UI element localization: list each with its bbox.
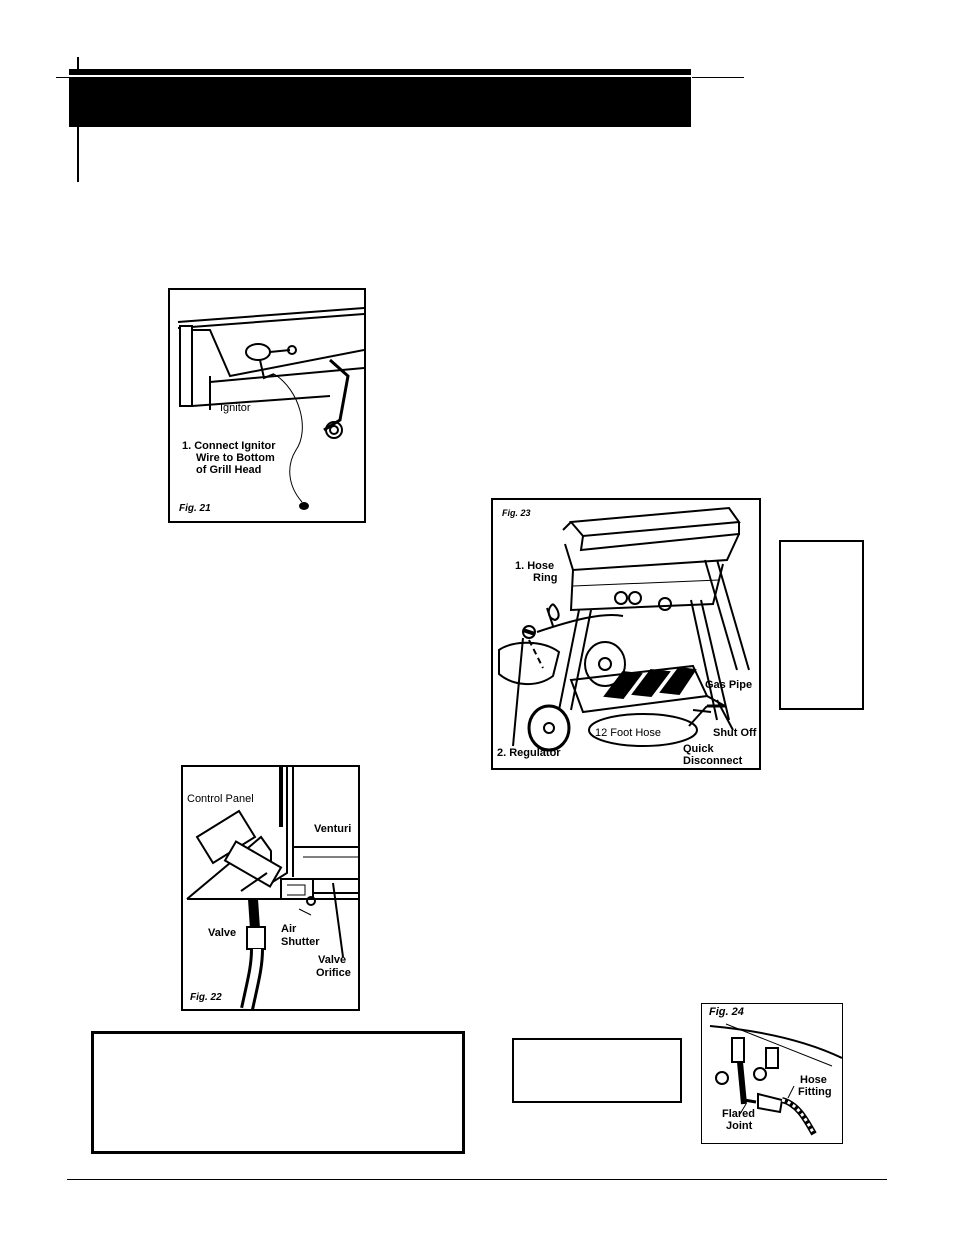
quick-disconnect-label-line2: Disconnect: [683, 755, 743, 767]
figure-22: Control Panel Venturi Valve Air Shutter …: [181, 765, 360, 1011]
shut-off-label: Shut Off: [713, 727, 757, 739]
ignitor-label: Ignitor: [220, 402, 251, 414]
figure-24-illustration: [709, 1023, 842, 1136]
valve-orifice-label-line2: Orifice: [316, 967, 351, 979]
note-box: [512, 1038, 682, 1103]
control-panel-label: Control Panel: [187, 793, 254, 805]
figure-23-illustration: [498, 506, 750, 752]
figure-23: Fig. 23 1. Hose Ring Gas Pipe Shut Off 1…: [491, 498, 761, 770]
connect-ignitor-label-line1: 1. Connect Ignitor: [182, 440, 276, 452]
footer-rule: [67, 1179, 887, 1180]
venturi-label: Venturi: [314, 823, 352, 835]
air-shutter-label-line1: Air: [281, 923, 297, 935]
side-note-box: [779, 540, 864, 710]
warning-box: [91, 1031, 465, 1154]
gas-pipe-label: Gas Pipe: [705, 679, 753, 691]
page-header-bar: [69, 69, 691, 127]
twelve-foot-hose-label: 12 Foot Hose: [595, 727, 662, 739]
hose-ring-label-line2: Ring: [533, 572, 558, 584]
figure-21-caption: Fig. 21: [179, 503, 211, 514]
figure-23-caption: Fig. 23: [502, 508, 531, 518]
regulator-label: 2. Regulator: [497, 747, 561, 759]
flared-joint-label-line1: Flared: [722, 1108, 756, 1120]
figure-22-illustration: [186, 767, 358, 1009]
valve-label: Valve: [208, 927, 237, 939]
figure-22-caption: Fig. 22: [190, 992, 222, 1003]
hose-fitting-label-line1: Hose: [800, 1074, 827, 1086]
header-inner-line: [69, 75, 691, 77]
hose-fitting-label-line2: Fitting: [798, 1086, 832, 1098]
valve-orifice-label-line1: Valve: [318, 954, 347, 966]
figure-24-caption: Fig. 24: [709, 1006, 744, 1018]
figure-24: Fig. 24 Hose Fitting Flared Joint: [701, 1003, 843, 1144]
figure-21-illustration: [177, 307, 364, 510]
connect-ignitor-label-line2: Wire to Bottom: [196, 452, 275, 464]
hose-ring-label-line1: 1. Hose: [515, 560, 555, 572]
figure-21: Ignitor 1. Connect Ignitor Wire to Botto…: [168, 288, 366, 523]
quick-disconnect-label-line1: Quick: [683, 743, 714, 755]
crop-mark-top-right: [692, 77, 744, 78]
connect-ignitor-label-line3: of Grill Head: [196, 464, 262, 476]
flared-joint-label-line2: Joint: [726, 1120, 753, 1132]
air-shutter-label-line2: Shutter: [281, 936, 320, 948]
